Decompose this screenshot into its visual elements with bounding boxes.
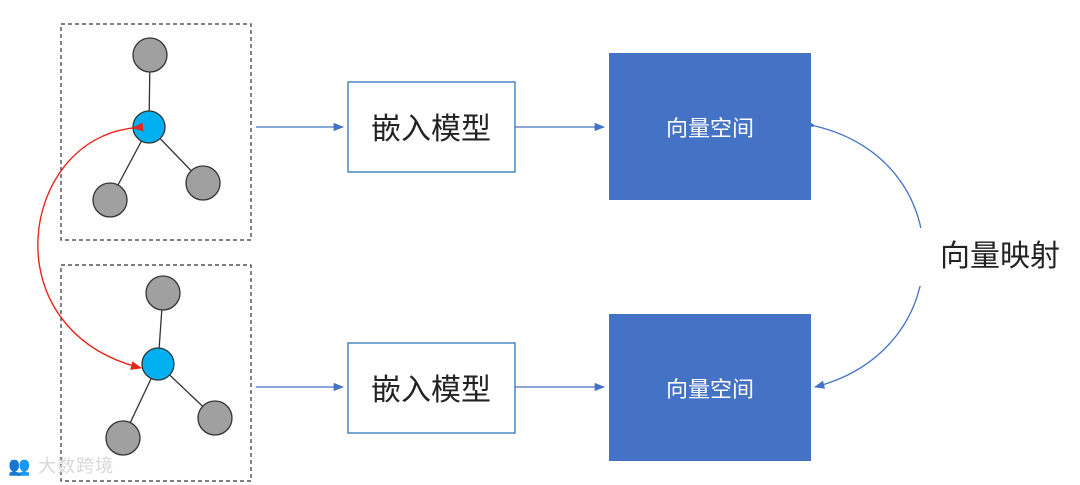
watermark-text: 大数跨境 (38, 456, 115, 477)
watermark: 👥 大数跨境 (8, 452, 114, 478)
watermark-icon: 👥 (8, 456, 32, 477)
leaf-node (145, 275, 181, 311)
vector-label-top: 向量空间 (666, 117, 754, 142)
center-node (132, 110, 166, 144)
leaf-node (132, 37, 168, 73)
leaf-node (185, 165, 221, 201)
leaf-node (105, 420, 141, 456)
vector-label-bottom: 向量空间 (666, 378, 754, 403)
mapping-label: 向量映射 (940, 239, 1060, 274)
top-graph (60, 23, 252, 241)
top-graph-box (60, 23, 252, 241)
bottom-graph (60, 264, 252, 482)
embed-label-top: 嵌入模型 (371, 112, 491, 147)
vector-box-top (609, 53, 811, 200)
leaf-node (197, 400, 233, 436)
alignment-arrow (37, 122, 144, 370)
mapping-arrow (804, 119, 925, 389)
embed-box-top (347, 81, 516, 173)
leaf-node (92, 182, 128, 218)
bottom-graph-box (60, 264, 252, 482)
embed-label-bottom: 嵌入模型 (371, 373, 491, 408)
vector-box-bottom (609, 314, 811, 461)
embed-box-bottom (347, 342, 516, 434)
mapping-label-bg (918, 228, 1078, 286)
center-node (141, 347, 175, 381)
